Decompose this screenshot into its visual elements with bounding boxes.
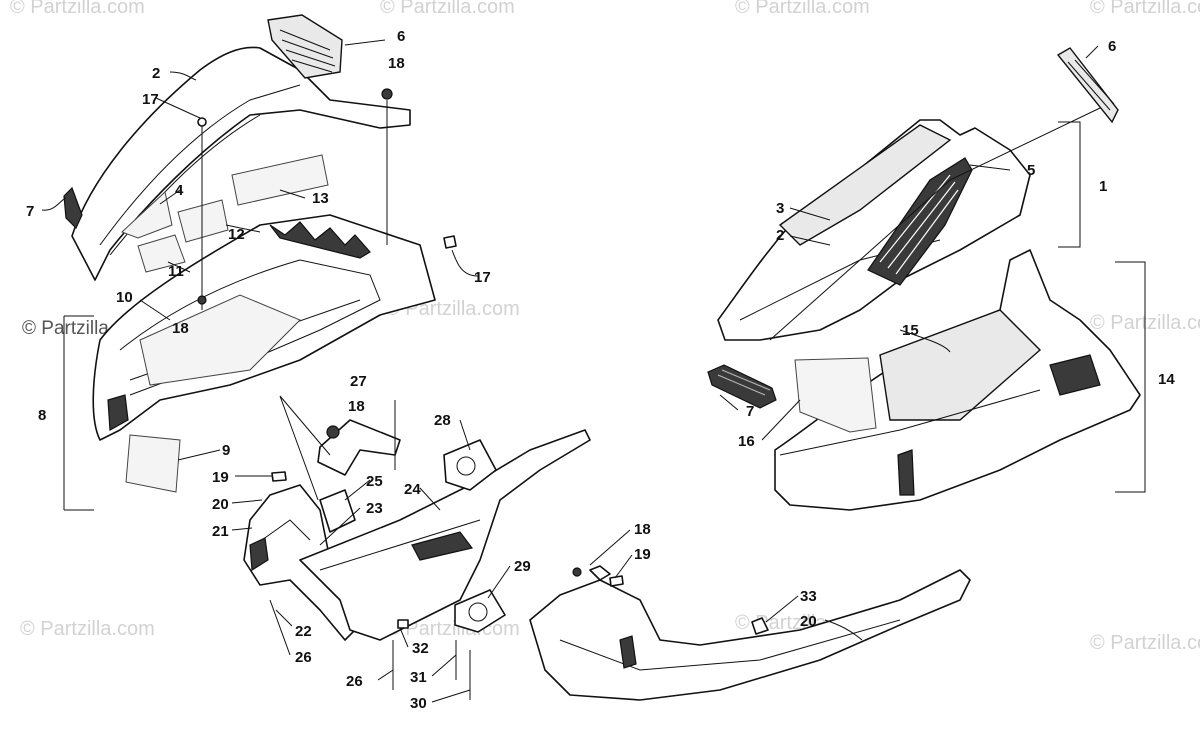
- watermark: © Partzilla.com: [1090, 632, 1200, 654]
- part-2-right: [717, 119, 1031, 341]
- watermark: © Partzilla.com: [10, 0, 145, 18]
- watermark: © Partzilla.com: [380, 0, 515, 18]
- part-25-panel: [319, 489, 356, 533]
- part-7-left: [63, 186, 83, 230]
- part-12-decal: [177, 199, 229, 243]
- callout-23: 23: [366, 500, 383, 517]
- callout-2-left: 2: [152, 65, 160, 82]
- callout-30: 30: [410, 695, 427, 712]
- callout-9: 9: [222, 442, 230, 459]
- part-23-belly-pan: [299, 429, 591, 641]
- callout-18-a: 18: [388, 55, 405, 72]
- part-29-plate: [454, 589, 506, 633]
- callout-11: 11: [168, 263, 184, 280]
- callout-25: 25: [366, 473, 383, 490]
- callout-19-b: 19: [634, 546, 651, 563]
- callout-22: 22: [295, 623, 312, 640]
- callout-24: 24: [404, 481, 421, 498]
- callout-7-right: 7: [746, 403, 754, 420]
- callout-1: 1: [1099, 178, 1107, 195]
- part-5-stripe: [867, 157, 973, 286]
- callout-6-left: 6: [397, 28, 405, 45]
- callout-2-right: 2: [776, 227, 784, 244]
- part-4-decal: [121, 191, 173, 239]
- callout-28: 28: [434, 412, 451, 429]
- callout-18-b: 18: [172, 320, 189, 337]
- part-11-decal: [137, 234, 186, 273]
- callout-26-a: 26: [295, 649, 312, 666]
- callout-27: 27: [350, 373, 367, 390]
- callout-17-right: 17: [474, 269, 491, 286]
- callout-10: 10: [116, 289, 133, 306]
- part-7-right: [707, 364, 777, 409]
- callout-19-a: 19: [212, 469, 229, 486]
- watermark: © Partzilla.com: [735, 0, 870, 18]
- callout-29: 29: [514, 558, 531, 575]
- callout-20-b: 20: [800, 613, 817, 630]
- callout-12: 12: [228, 226, 245, 243]
- callout-14: 14: [1158, 371, 1175, 388]
- callout-31: 31: [410, 669, 427, 686]
- part-2-left: [71, 46, 411, 281]
- callout-18-d: 18: [634, 521, 651, 538]
- callout-6-right: 6: [1108, 38, 1116, 55]
- callout-26-b: 26: [346, 673, 363, 690]
- callout-5: 5: [1027, 162, 1035, 179]
- part-10-window: [139, 294, 301, 386]
- callout-7-left: 7: [26, 203, 34, 220]
- callout-32: 32: [412, 640, 429, 657]
- callout-15: 15: [902, 322, 919, 339]
- part-13-decal: [231, 154, 329, 206]
- callout-8: 8: [38, 407, 46, 424]
- callout-3: 3: [776, 200, 784, 217]
- callout-4: 4: [175, 182, 184, 199]
- part-16-decal: [794, 357, 877, 433]
- part-28-plate: [443, 439, 497, 491]
- callout-17-left: 17: [142, 91, 159, 108]
- callout-21: 21: [212, 523, 229, 540]
- callout-13: 13: [312, 190, 329, 207]
- callout-18-c: 18: [348, 398, 365, 415]
- callout-20-a: 20: [212, 496, 229, 513]
- watermark: © Partzilla.com: [1090, 0, 1200, 18]
- part-20-side-rail: [529, 569, 971, 701]
- watermark: © Partzilla.com: [20, 618, 155, 640]
- part-9-decal: [125, 434, 181, 493]
- callout-33: 33: [800, 588, 817, 605]
- callout-16: 16: [738, 433, 755, 450]
